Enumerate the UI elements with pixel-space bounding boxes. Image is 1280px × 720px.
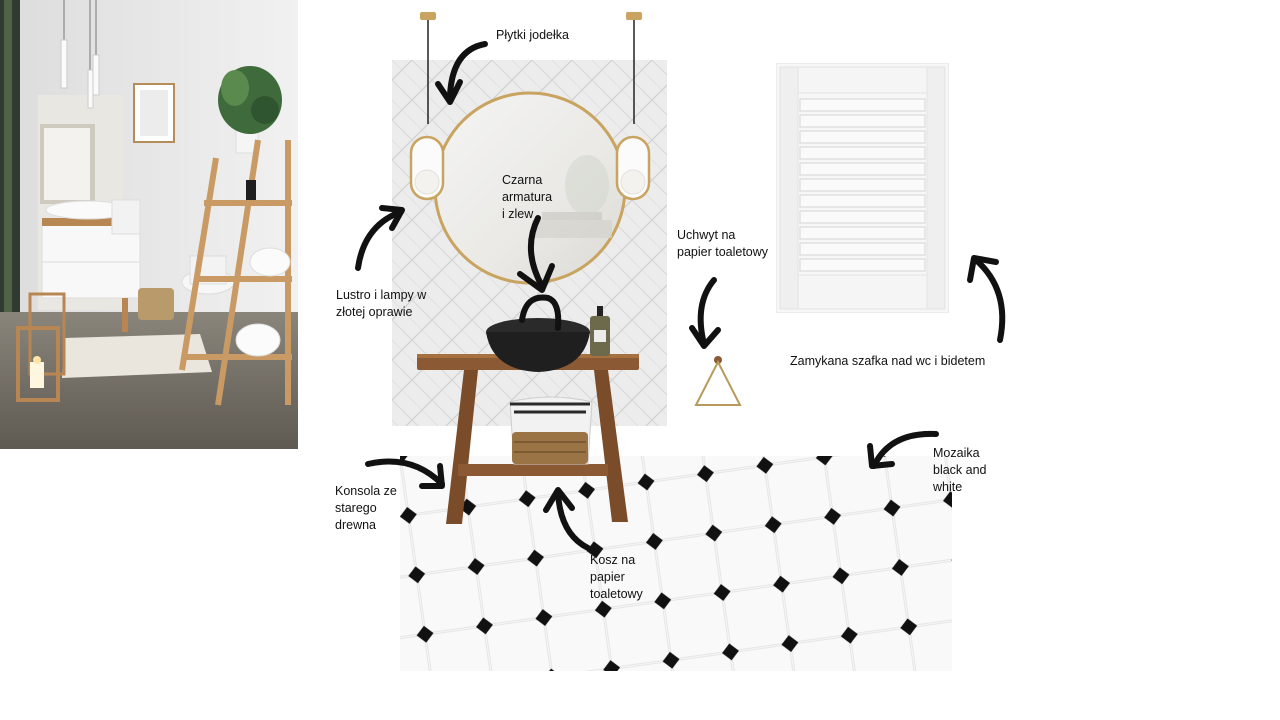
label-basket: Kosz na papier toaletowy (590, 553, 643, 601)
label-console: Konsola ze starego drewna (335, 484, 397, 532)
wooden-console (414, 292, 644, 528)
label-mirror: Lustro i lampy w złotej oprawie (336, 288, 427, 319)
arrow-icon (355, 205, 405, 271)
arrow-icon (689, 277, 721, 349)
pendant-lamp-icon (614, 12, 654, 202)
arrow-icon (967, 255, 1006, 343)
louvered-cabinet (776, 63, 949, 313)
arrow-icon (517, 215, 555, 293)
label-holder: Uchwyt na papier toaletowy (677, 228, 769, 259)
label-mosaic: Mozaika black and white (933, 446, 987, 494)
inspiration-photo (0, 0, 298, 449)
arrow-icon (867, 430, 939, 469)
arrow-icon (435, 41, 488, 105)
arrow-icon (543, 487, 591, 551)
toilet-paper-holder-icon (690, 350, 746, 410)
pendant-lamp-icon (408, 12, 448, 202)
label-cabinet: Zamykana szafka nad wc i bidetem (790, 354, 986, 368)
arrow-icon (365, 458, 445, 489)
mosaic-floor-sample (400, 456, 952, 671)
label-tiles: Płytki jodełka (496, 28, 569, 42)
round-gold-mirror (432, 90, 628, 286)
label-fixtures: Czarna armatura i zlew (502, 173, 553, 221)
